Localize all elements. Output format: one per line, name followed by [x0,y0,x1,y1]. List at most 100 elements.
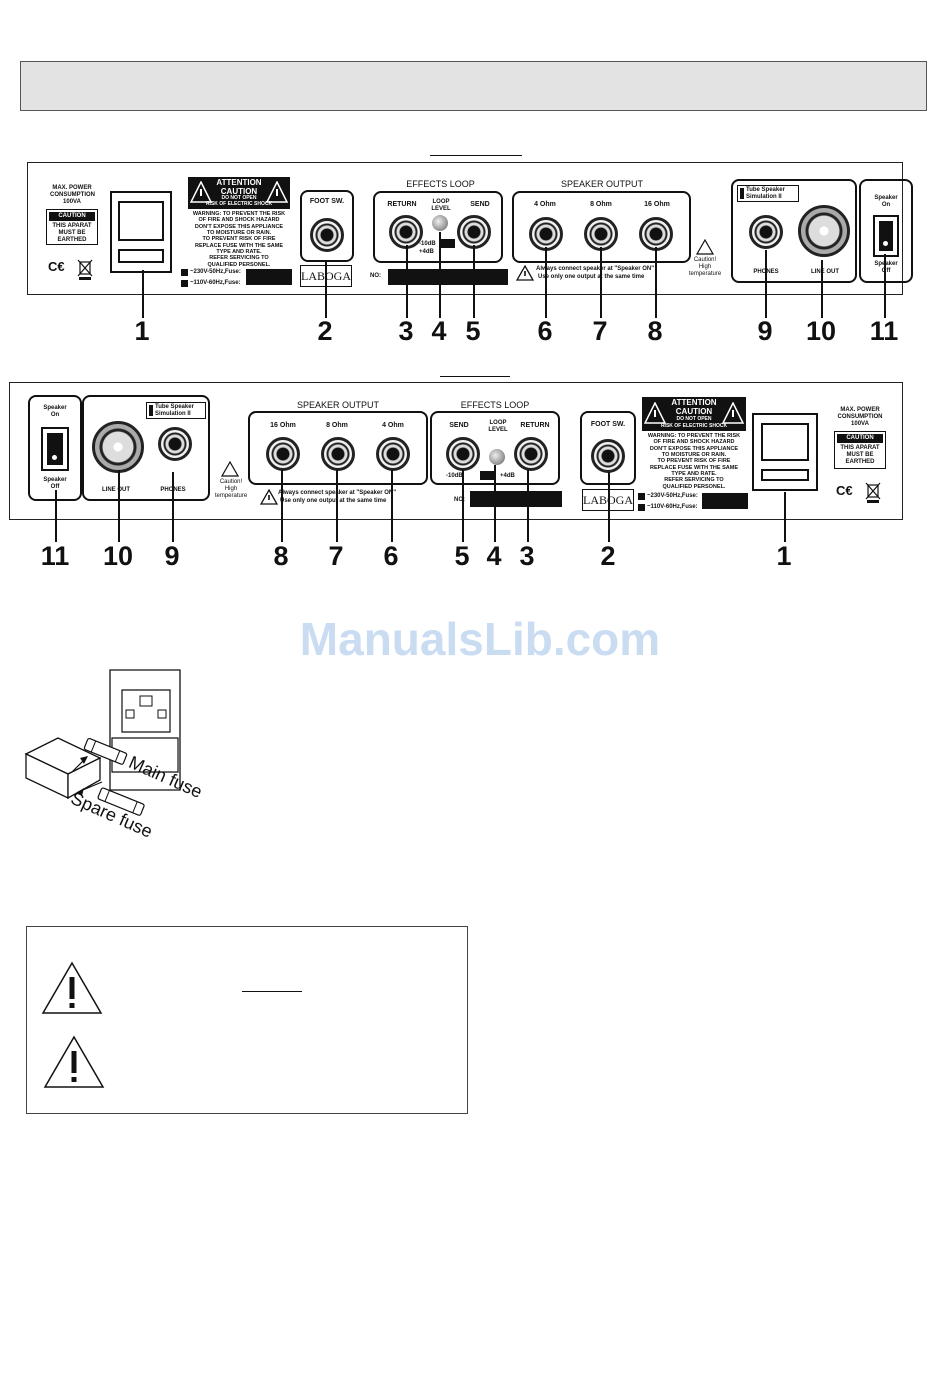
speaker-16ohm-jack-2[interactable] [266,437,300,471]
high-temperature-label-2: Caution! High temperature [214,479,248,499]
line-out-xlr-2[interactable] [92,421,144,473]
foot-switch-group: FOOT SW. [300,190,354,262]
earth-line-2: MUST BE [58,229,86,236]
speaker-warning-icon [516,265,534,281]
weee-bin-icon [77,259,93,280]
serial-no-label-2: NO: [454,497,465,503]
foot-switch-jack[interactable] [310,218,344,252]
callout-number-b-1: 1 [776,541,792,571]
earth-line-2-b: MUST BE [846,451,874,458]
return-jack-2[interactable] [514,437,548,471]
callout-line-7 [600,247,602,318]
fuse-drawer-illustration [24,669,181,816]
attention-text-2: ATTENTION [671,398,717,407]
warning-text-block: WARNING: TO PREVENT THE RISK OF FIRE AND… [192,211,286,268]
speaker-on-label: Speaker On [874,195,898,208]
callout-line-3 [406,245,408,318]
tube-sim-badge: Tube Speaker Simulation II [737,185,799,202]
top-figure-title-line [430,155,522,156]
speaker-4ohm-jack[interactable] [529,217,563,251]
speaker-4ohm-jack-2[interactable] [376,437,410,471]
line-out-label: LINE OUT [811,269,839,275]
loop-level-knob-2[interactable] [489,449,505,465]
loop-level-knob[interactable] [432,215,448,231]
ce-mark-icon: C€ [48,259,65,274]
callout-line-b-5 [462,470,464,542]
minus10-label-2: -10dB [446,473,463,479]
caution-text-2: CAUTION [675,407,713,416]
fuse-230-label: ~230V-50Hz,Fuse: [190,269,241,275]
callout-number-b-6: 6 [383,541,399,571]
ohm4-label: 4 Ohm [534,201,556,208]
callout-number-4: 4 [431,316,447,346]
callout-line-2 [325,262,327,318]
risk-text-2: RISK OF ELECTRIC SHOCK [660,423,728,429]
fuse-110-square-2 [638,504,645,511]
minus10-label: -10dB [419,241,436,247]
exclamation-triangle-icon [266,181,288,203]
serial-no-box-2 [470,491,562,507]
tube-line-1-b: Tube Speaker [155,404,194,410]
speaker-switch-group: Speaker On Speaker Off [859,179,913,283]
loop-level-label-2: LOOP LEVEL [488,420,508,433]
callout-line-b-9 [172,472,174,542]
callout-line-8 [655,247,657,318]
caution-text: CAUTION [220,187,258,196]
ohm8-label: 8 Ohm [590,201,612,208]
warning-text-block-2: WARNING: TO PREVENT THE RISK OF FIRE AND… [647,433,741,490]
return-jack[interactable] [389,215,423,249]
loop-level-label: LOOP LEVEL [431,199,451,212]
callout-line-1 [142,270,144,318]
callout-number-b-3: 3 [519,541,535,571]
foot-switch-jack-2[interactable] [591,439,625,473]
level-switch-2[interactable] [480,471,496,480]
speaker-16ohm-jack[interactable] [639,217,673,251]
plus4-label: +4dB [419,249,434,255]
warning-triangle-icon [190,181,212,203]
callout-number-b-10: 10 [102,541,134,571]
return-label: RETURN [387,201,417,208]
speaker-8ohm-jack-2[interactable] [321,437,355,471]
speaker-power-switch-2[interactable] [41,427,69,471]
serial-no-label: NO: [370,273,381,279]
callout-line-b-2 [608,472,610,542]
line-out-xlr[interactable] [798,205,850,257]
speaker-8ohm-jack[interactable] [584,217,618,251]
callout-number-5: 5 [465,316,481,346]
one-output-text: Use only one output at the same time [538,274,645,280]
send-label: SEND [470,201,490,208]
earth-line-3: EARTHED [57,236,87,243]
phones-jack[interactable] [749,215,783,249]
foot-sw-label-2: FOOT SW. [590,421,626,428]
callout-line-11 [884,254,886,318]
effects-loop-title: EFFECTS LOOP [406,179,475,189]
speaker-output-group-2: 16 Ohm 8 Ohm 4 Ohm [248,411,428,485]
do-not-open-text: DO NOT OPEN [221,195,257,201]
send-jack-2[interactable] [446,437,480,471]
callout-number-7: 7 [592,316,608,346]
tube-simulation-group: Tube Speaker Simulation II PHONES LINE O… [731,179,857,283]
callout-number-8: 8 [647,316,663,346]
callout-line-b-3 [527,470,529,542]
power-socket-2 [752,413,818,491]
warning-exclamation-icon-2 [43,1035,105,1088]
warning-triangle-icon-2 [644,402,666,424]
fuse-value-box-2 [702,493,748,509]
speaker-power-switch[interactable] [873,215,899,257]
fuse-110-square [181,280,188,287]
send-jack[interactable] [457,215,491,249]
callout-number-b-7: 7 [328,541,344,571]
callout-line-b-11 [55,490,57,542]
callout-number-1: 1 [134,316,150,346]
bottom-rear-panel: Speaker On Speaker Off Tube Speaker Simu… [9,382,903,520]
ce-mark-icon-2: C€ [836,483,853,498]
callout-line-b-8 [281,470,283,542]
risk-text: RISK OF ELECTRIC SHOCK [205,201,273,207]
phones-jack-2[interactable] [158,427,192,461]
fuse-value-box [246,269,292,285]
weee-bin-icon-2 [865,482,881,503]
level-switch[interactable] [439,239,455,248]
caution-badge: CAUTION [49,212,95,221]
speaker-off-label: Speaker Off [874,261,898,274]
callout-number-b-8: 8 [273,541,289,571]
